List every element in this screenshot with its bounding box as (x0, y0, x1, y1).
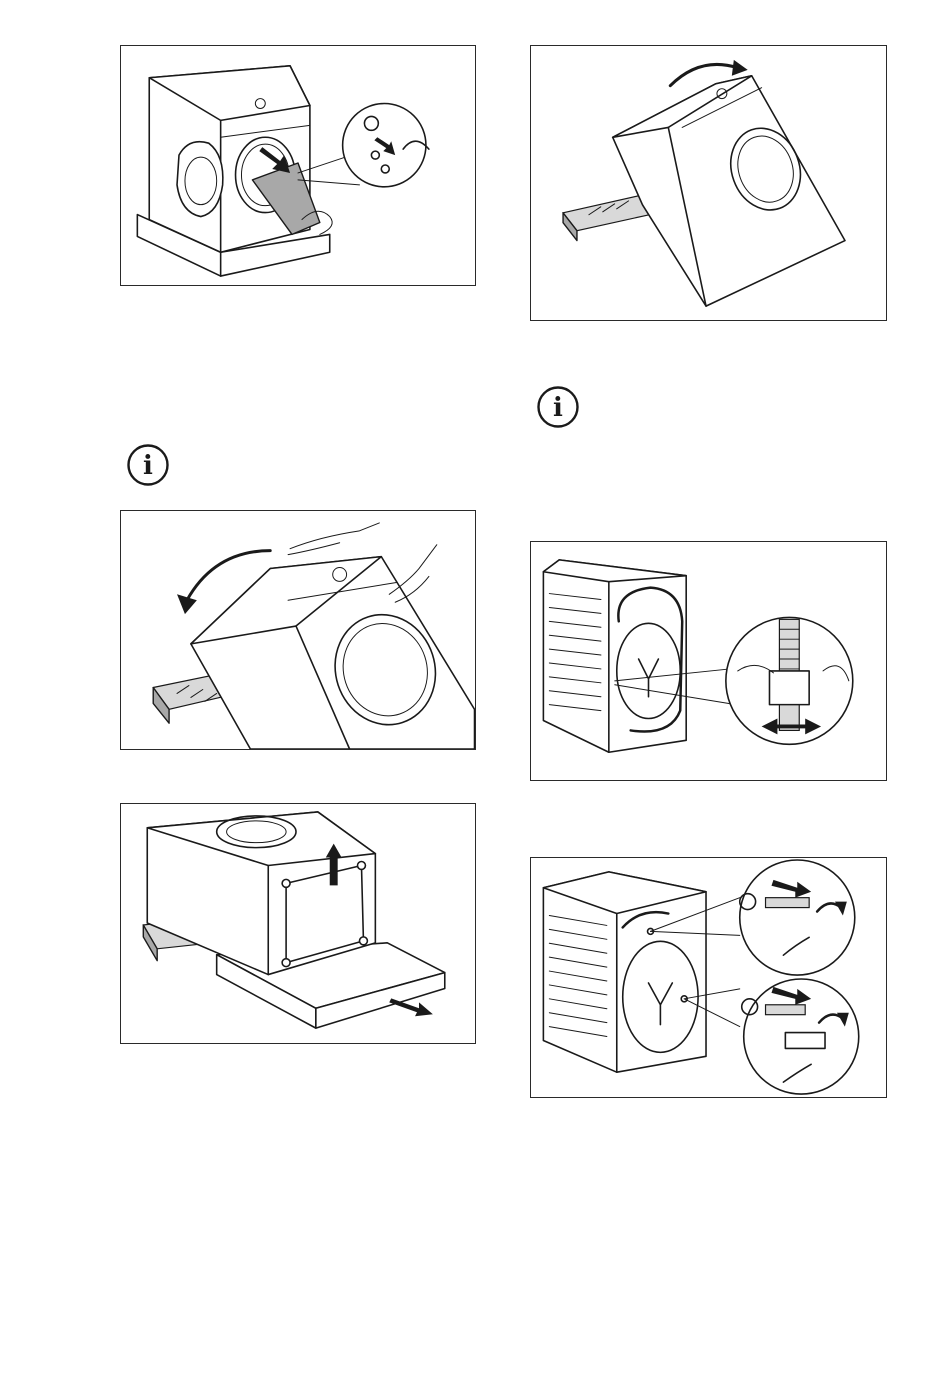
figure-tilt-right (530, 45, 887, 321)
figure-remove-base (120, 803, 476, 1044)
svg-text:i: i (553, 393, 563, 423)
tilt-left-illustration (121, 511, 475, 749)
figure-tilt-left (120, 510, 476, 750)
figure-remove-bag (120, 45, 476, 286)
svg-text:i: i (143, 451, 153, 481)
figure-release-hoses (530, 541, 887, 781)
remove-base-illustration (121, 804, 475, 1043)
remove-bag-illustration (121, 46, 475, 285)
release-hoses-illustration (531, 542, 886, 780)
info-icon: i (126, 443, 170, 487)
figure-remove-bolts (530, 857, 887, 1098)
info-icon: i (536, 385, 580, 429)
tilt-right-illustration (531, 46, 886, 320)
remove-bolts-illustration (531, 858, 886, 1097)
